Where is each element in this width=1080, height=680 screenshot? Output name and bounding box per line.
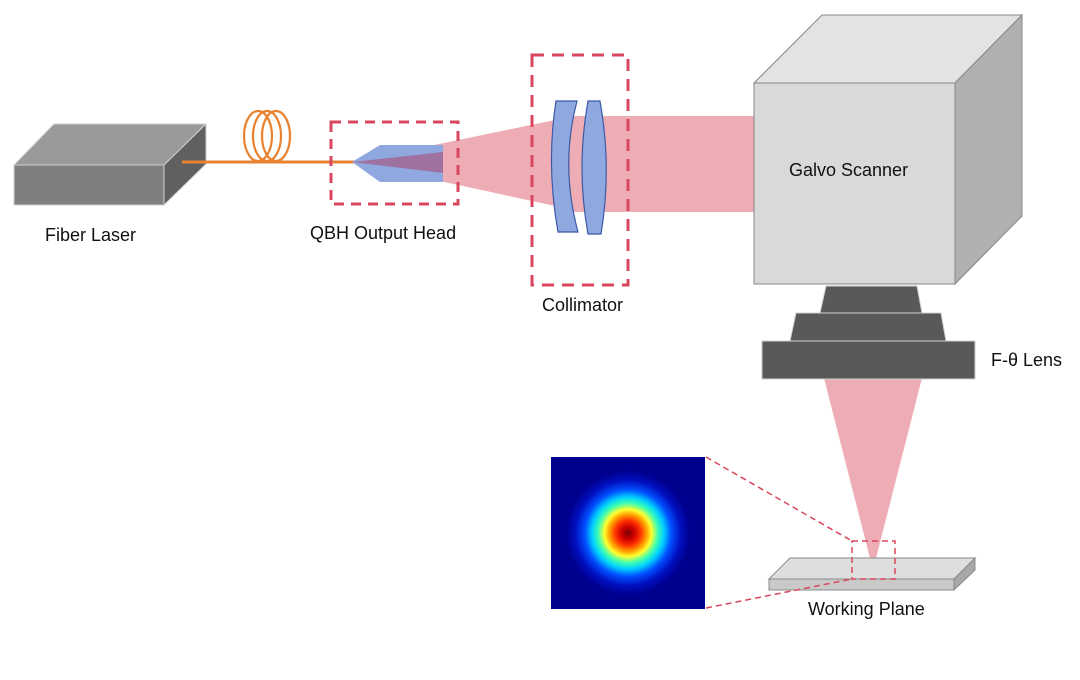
scanner-front — [753, 82, 956, 285]
fiber-laser-box — [12, 122, 208, 207]
fiber-cable — [182, 109, 358, 164]
diverging-beam — [352, 120, 555, 206]
fiber-coil-icon — [242, 109, 292, 163]
collimator — [530, 53, 630, 287]
focus-zoom-indicator — [705, 456, 896, 609]
f-theta-lens-label: F-θ Lens — [991, 350, 1062, 370]
working-plane-label: Working Plane — [808, 599, 925, 619]
focused-beam — [824, 378, 922, 570]
qbh-highlight-box — [329, 120, 460, 206]
qbh-output-head-label: QBH Output Head — [310, 223, 456, 243]
meniscus-lens — [550, 100, 579, 233]
collimator-label: Collimator — [542, 295, 623, 315]
f-theta-lens — [761, 285, 976, 380]
convex-lens — [581, 100, 607, 235]
galvo-scanner-label: Galvo Scanner — [789, 160, 908, 180]
working-plane — [767, 556, 977, 592]
fiber-laser-front — [13, 164, 165, 206]
beam-profile-heatmap — [551, 457, 705, 609]
collimator-highlight-box — [530, 53, 630, 287]
qbh-output-head — [329, 120, 460, 206]
fiber-laser-label: Fiber Laser — [45, 225, 136, 245]
galvo-scanner — [752, 13, 1024, 286]
